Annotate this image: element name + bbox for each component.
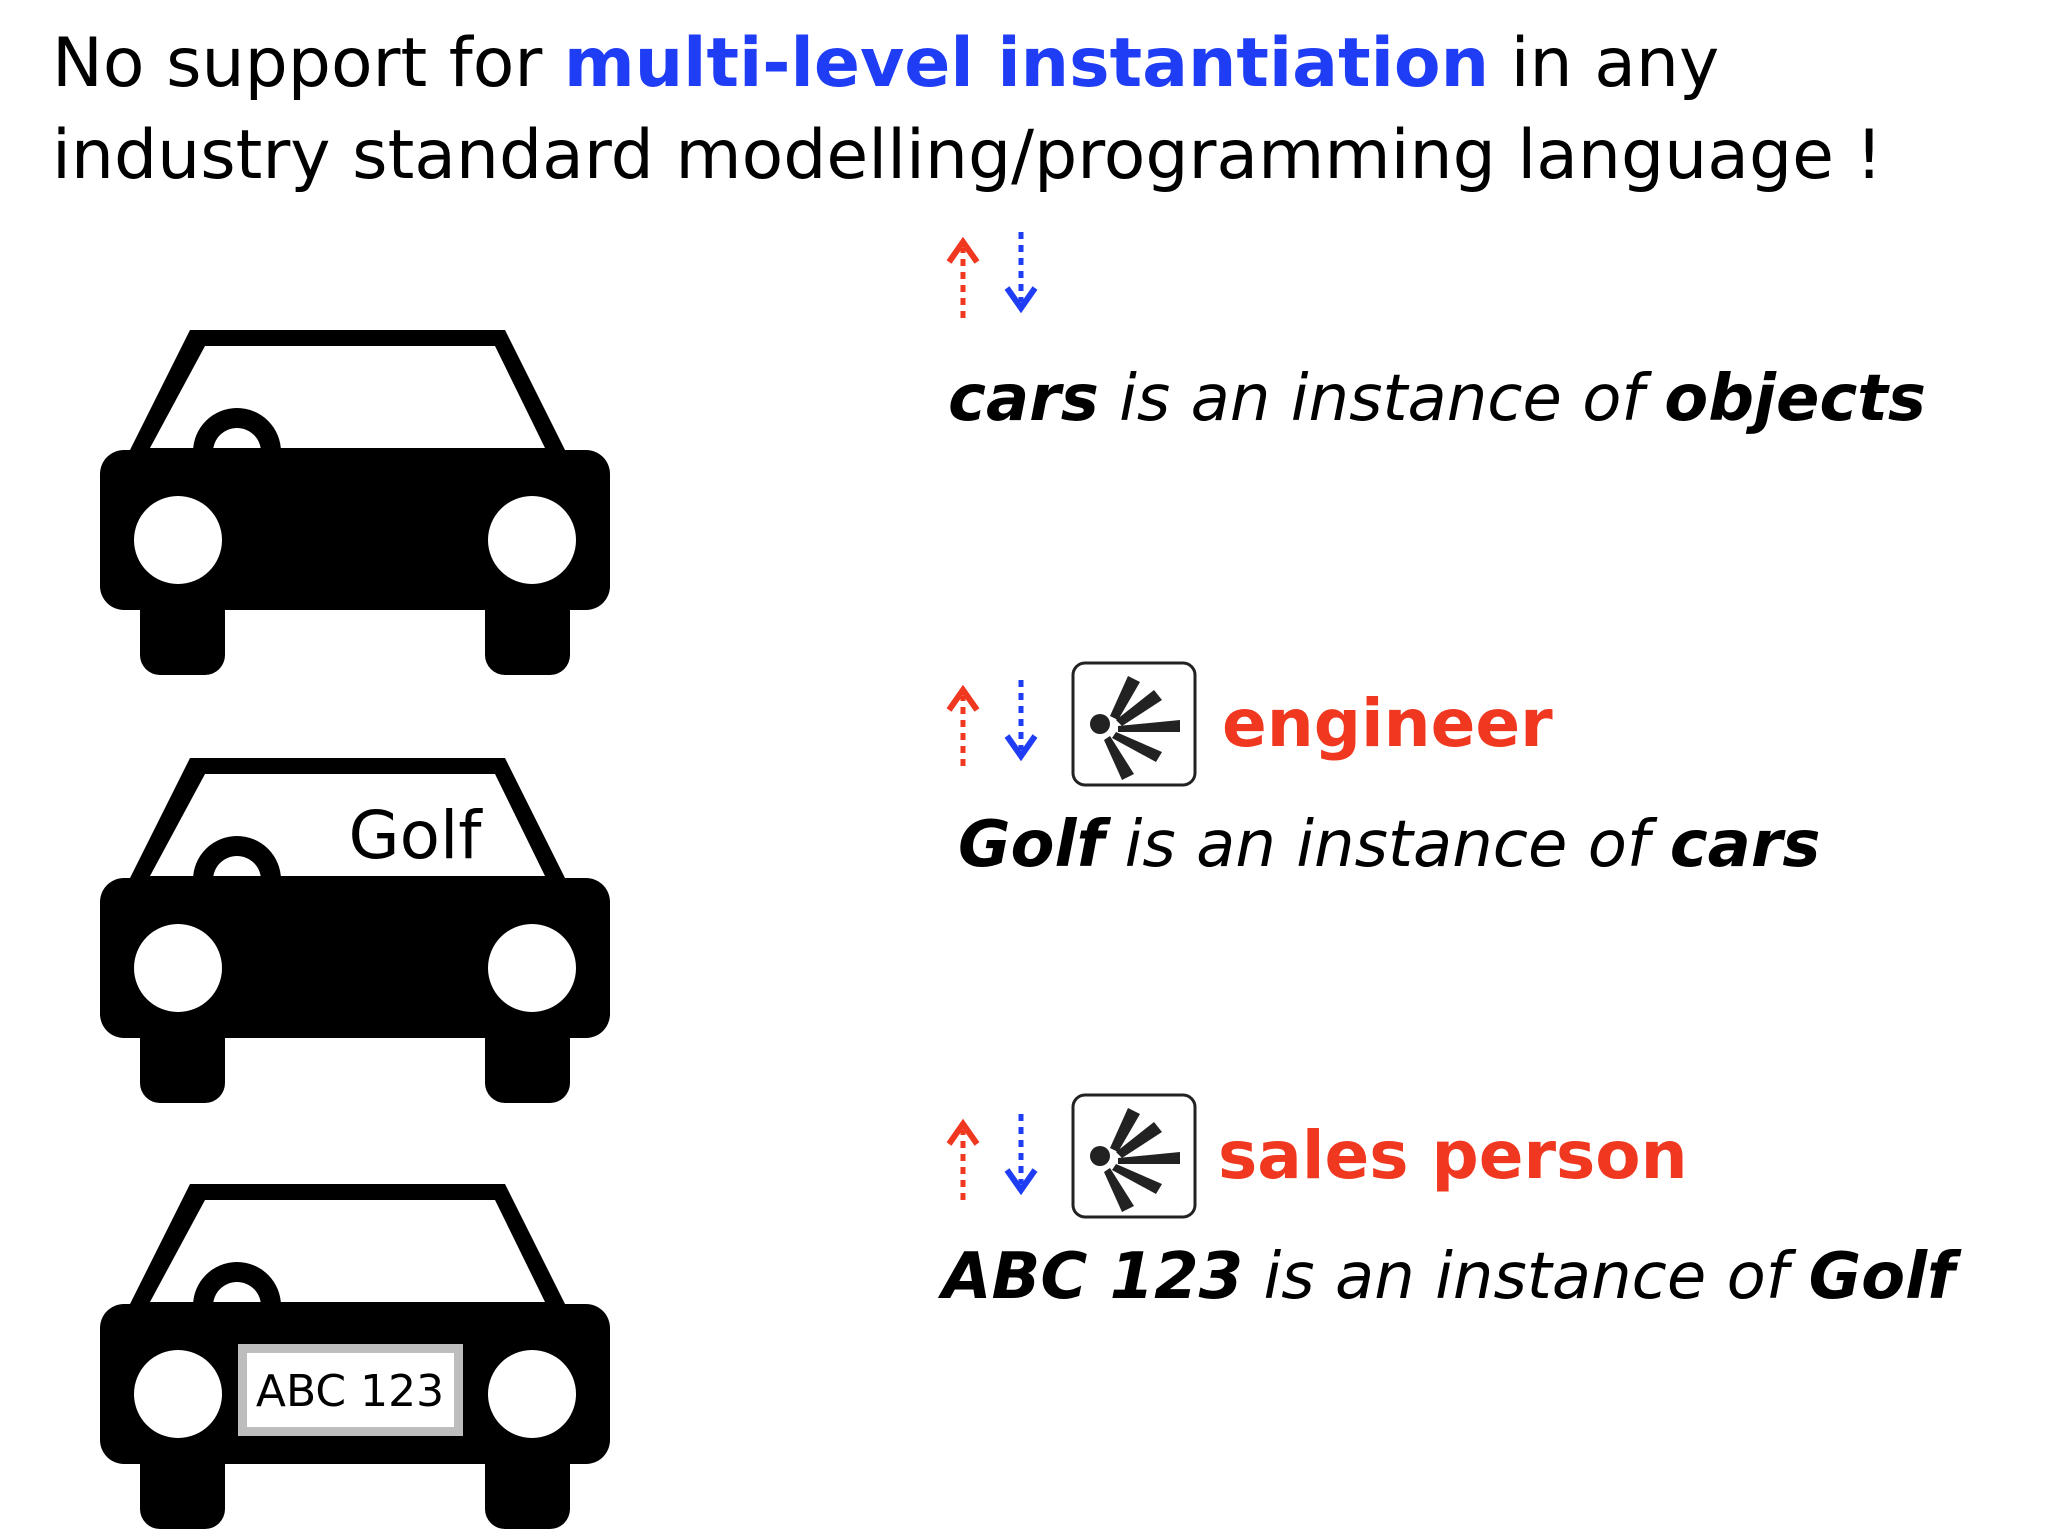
statement-object: Golf <box>1808 1240 1955 1314</box>
up-down-arrows-icon <box>935 1112 1045 1202</box>
car-icon-plain <box>95 320 615 680</box>
role-label-sales-person: sales person <box>1218 1117 1688 1194</box>
statement-relation: is an instance of <box>1098 362 1665 436</box>
title-part-2: in any industry standard modelling/progr… <box>52 24 1883 195</box>
burst-logo-icon <box>1070 660 1198 788</box>
slide-title: No support for multi-level instantiation… <box>52 18 2012 202</box>
burst-logo-icon <box>1070 1092 1198 1220</box>
up-down-arrows-icon <box>935 230 1045 320</box>
statement-level-2: Golf is an instance of cars <box>958 808 1821 882</box>
statement-relation: is an instance of <box>1104 808 1670 882</box>
statement-relation: is an instance of <box>1243 1240 1809 1314</box>
title-highlight: multi-level instantiation <box>563 24 1490 103</box>
car-icon-golf: Golf <box>95 748 615 1108</box>
title-part-1: No support for <box>52 24 564 103</box>
statement-level-3: ABC 123 is an instance of Golf <box>942 1240 1955 1314</box>
statement-subject: Golf <box>958 808 1105 882</box>
statement-object: objects <box>1664 362 1926 436</box>
statement-level-1: cars is an instance of objects <box>948 362 1926 436</box>
statement-subject: cars <box>948 362 1099 436</box>
up-down-arrows-icon <box>935 678 1045 768</box>
license-plate-text: ABC 123 <box>256 1366 444 1417</box>
role-label-engineer: engineer <box>1222 685 1553 762</box>
car-windshield-text: Golf <box>348 797 483 874</box>
car-icon-plate: ABC 123 <box>95 1174 615 1534</box>
statement-object: cars <box>1669 808 1821 882</box>
statement-subject: ABC 123 <box>942 1240 1244 1314</box>
